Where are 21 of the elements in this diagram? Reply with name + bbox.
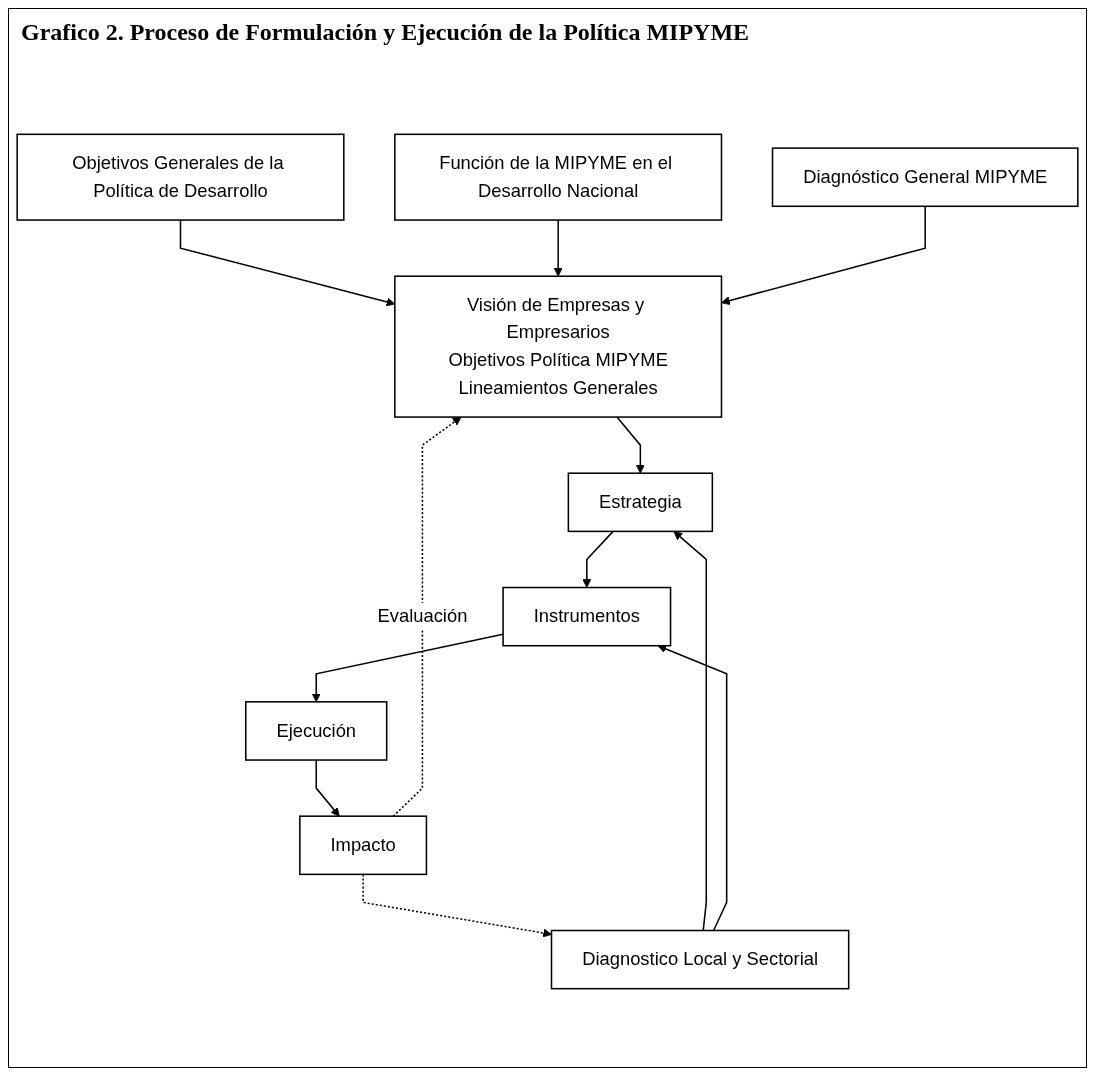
node-box: Instrumentos — [502, 586, 672, 647]
arrow — [392, 416, 462, 817]
arrow — [315, 759, 340, 817]
node-box: Ejecución — [245, 701, 388, 761]
arrow — [582, 530, 614, 588]
node-box: Diagnóstico General MIPYME — [771, 147, 1079, 208]
node-box: Función de la MIPYME en el Desarrollo Nacional — [394, 133, 723, 221]
node-box: Visión de Empresas y Empresarios Objetivos Política MIPYME Lineamientos Generales — [394, 275, 723, 418]
edge-label: Evaluación — [377, 605, 468, 627]
arrow — [362, 873, 552, 938]
node-box: Impacto — [299, 815, 428, 876]
arrow — [553, 219, 563, 277]
arrow — [721, 205, 926, 306]
arrow — [616, 416, 645, 474]
arrow — [657, 644, 728, 932]
node-box: Diagnostico Local y Sectorial — [550, 929, 850, 990]
arrow — [311, 633, 504, 703]
diagram-title: Grafico 2. Proceso de Formulación y Ejecución de la Política MIPYME — [20, 18, 751, 47]
node-box: Estrategia — [567, 472, 714, 533]
arrow — [673, 531, 708, 932]
node-box: Objetivos Generales de la Política de Desarrollo — [16, 133, 345, 221]
